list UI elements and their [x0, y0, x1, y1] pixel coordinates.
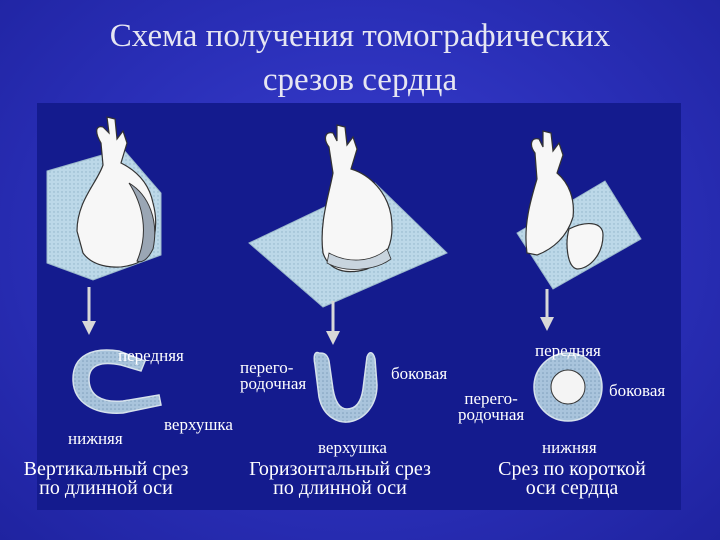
- label-short-septal-line1: перего-: [464, 389, 518, 408]
- heart-shape: [525, 130, 574, 256]
- horizontal-long-axis-slice: [313, 351, 378, 423]
- label-short-lateral: боковая: [609, 381, 666, 400]
- arrow-short-axis: [540, 289, 554, 331]
- label-septal-line2: родочная: [240, 374, 307, 393]
- label-horizontal-apex: верхушка: [318, 438, 387, 457]
- label-vertical-anterior: передняя: [118, 346, 184, 365]
- vertical-long-axis-slice: [72, 349, 162, 414]
- label-short-inferior: нижняя: [542, 438, 597, 457]
- slide-title: Схема получения томографических срезов с…: [0, 14, 720, 102]
- caption-short-axis: Срез по короткой оси сердца: [470, 458, 674, 499]
- label-short-septal-line2: родочная: [458, 405, 525, 424]
- label-vertical-apex: верхушка: [164, 415, 233, 434]
- label-septal: перего- родочная: [240, 358, 307, 393]
- caption-vertical-line2: по длинной оси: [39, 477, 173, 499]
- slice-section: [128, 182, 156, 263]
- label-short-anterior: передняя: [535, 341, 601, 360]
- caption-vertical: Вертикальный срез по длинной оси: [0, 458, 212, 499]
- heart-horizontal-slice-illustration: [248, 124, 448, 308]
- label-vertical-inferior: нижняя: [68, 429, 123, 448]
- label-horizontal-lateral: боковая: [391, 364, 448, 383]
- caption-short-line2: оси сердца: [525, 477, 619, 499]
- heart-short-axis-illustration: [516, 130, 642, 290]
- heart-shape: [76, 116, 157, 268]
- heart-vertical-slice-illustration: [46, 116, 162, 281]
- arrow-horizontal: [326, 301, 340, 345]
- heart-shape: [321, 124, 393, 273]
- caption-horizontal-line1: Горизонтальный срез: [249, 458, 431, 480]
- diagram-graphics: [46, 116, 642, 423]
- apex-section: [566, 223, 604, 270]
- caption-short-line1: Срез по короткой: [498, 458, 646, 480]
- short-axis-cavity: [550, 369, 586, 405]
- caption-horizontal: Горизонтальный срез по длинной оси: [224, 458, 456, 499]
- slice-section: [326, 248, 392, 270]
- arrow-vertical: [82, 287, 96, 335]
- caption-horizontal-line2: по длинной оси: [273, 477, 407, 499]
- title-line-2: срезов сердца: [262, 62, 458, 98]
- caption-vertical-line1: Вертикальный срез: [23, 458, 189, 480]
- diagram-panel: [37, 103, 681, 510]
- title-line-1: Схема получения томографических: [109, 18, 611, 54]
- label-septal-line1: перего-: [240, 358, 294, 377]
- label-short-septal: перего- родочная: [458, 389, 525, 424]
